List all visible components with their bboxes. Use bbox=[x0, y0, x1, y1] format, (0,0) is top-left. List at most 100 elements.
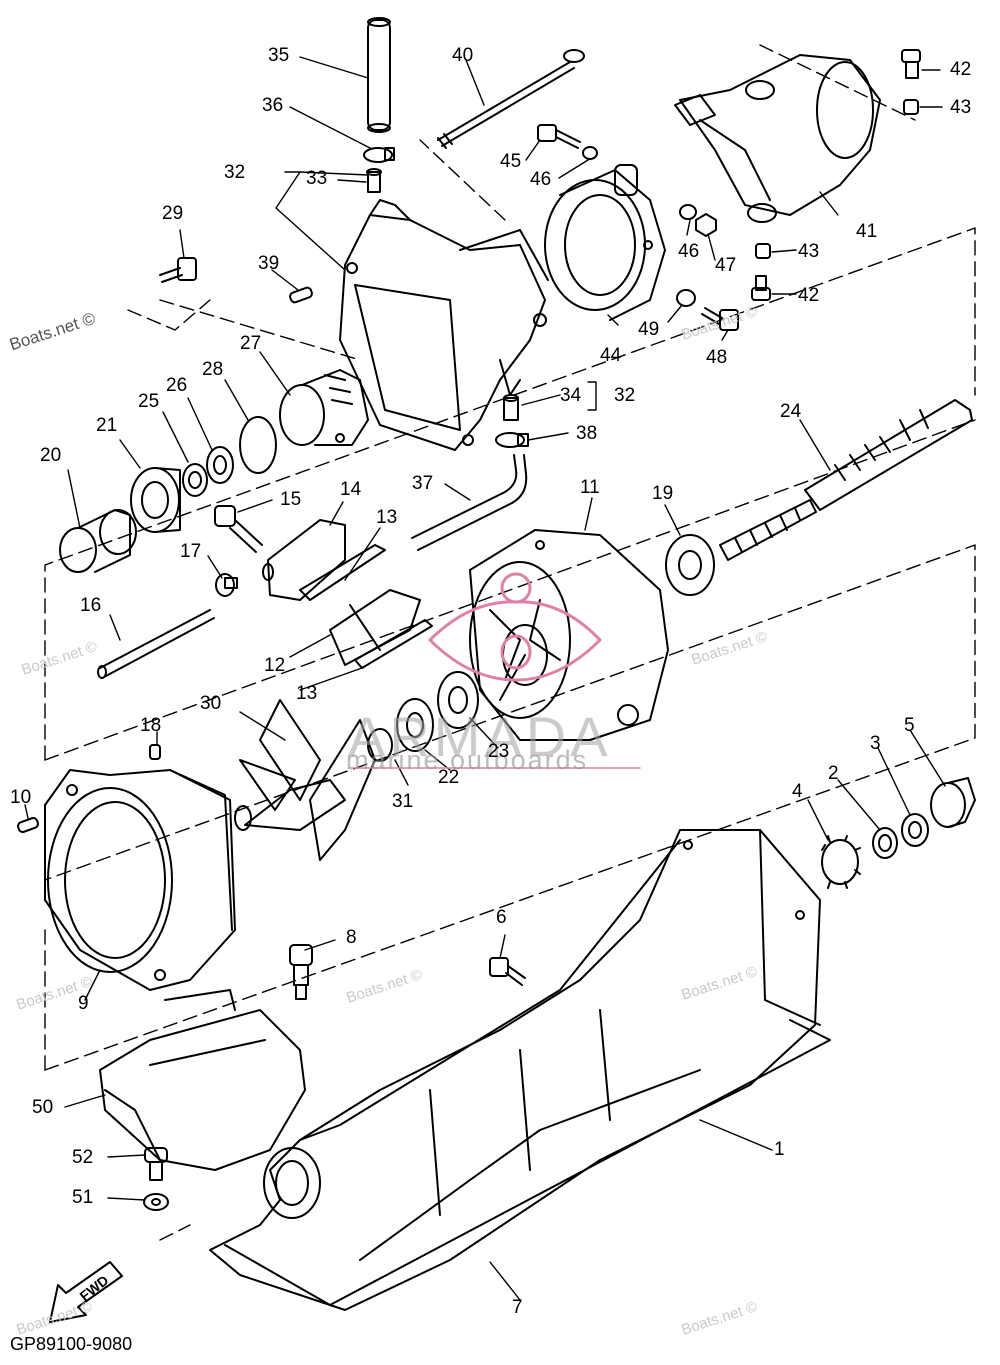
part-35-tube bbox=[367, 17, 391, 133]
part-8-drain-plug bbox=[289, 944, 313, 1000]
part-51-washer bbox=[143, 1193, 169, 1211]
part-12-plate bbox=[329, 589, 421, 666]
part-6-bolt bbox=[489, 957, 526, 986]
part-label-8: 8 bbox=[346, 927, 357, 948]
brand-name: ARMADA bbox=[348, 705, 612, 768]
part-22-seal bbox=[396, 698, 434, 752]
part-label-32: 32 bbox=[224, 162, 246, 183]
part-label-42: 42 bbox=[798, 285, 820, 306]
part-label-20: 20 bbox=[40, 445, 62, 466]
part-label-18: 18 bbox=[140, 715, 162, 736]
part-43-bushing-b bbox=[755, 243, 771, 259]
part-21-bearing bbox=[130, 467, 181, 533]
part-41-steering-nozzle bbox=[674, 54, 881, 223]
part-label-6: 6 bbox=[496, 907, 507, 928]
part-19-bearing bbox=[665, 534, 715, 596]
part-46-washer-b bbox=[679, 204, 697, 220]
part-13-gasket-b bbox=[354, 619, 433, 669]
part-label-50: 50 bbox=[32, 1097, 54, 1118]
part-45-bolt bbox=[537, 124, 581, 149]
part-label-35: 35 bbox=[268, 45, 290, 66]
part-label-9: 9 bbox=[78, 993, 89, 1014]
part-label-2: 2 bbox=[828, 763, 839, 784]
part-label-31: 31 bbox=[392, 791, 414, 812]
part-46-washer-a bbox=[582, 146, 598, 160]
part-9-intake-housing bbox=[44, 769, 236, 991]
part-label-43: 43 bbox=[950, 97, 972, 118]
part-50-cover bbox=[99, 989, 306, 1171]
part-label-42: 42 bbox=[950, 59, 972, 80]
part-label-48: 48 bbox=[706, 347, 728, 368]
part-label-4: 4 bbox=[792, 781, 803, 802]
part-14-block bbox=[262, 519, 346, 601]
part-label-37: 37 bbox=[412, 473, 434, 494]
part-39-pin bbox=[289, 286, 313, 304]
part-label-44: 44 bbox=[600, 345, 622, 366]
part-17-clip bbox=[215, 573, 238, 597]
part-47-nut bbox=[695, 213, 717, 237]
part-23-bearing bbox=[437, 671, 479, 729]
part-4-spline-gear bbox=[821, 835, 861, 889]
part-label-25: 25 bbox=[138, 391, 160, 412]
part-label-34: 34 bbox=[560, 385, 582, 406]
fwd-arrow bbox=[49, 1261, 123, 1323]
part-44-nozzle-ring bbox=[544, 164, 666, 321]
part-36-clamp bbox=[363, 147, 395, 163]
part-label-51: 51 bbox=[72, 1187, 94, 1208]
part-37-hose bbox=[411, 454, 528, 551]
part-label-16: 16 bbox=[80, 595, 102, 616]
part-13-gasket-a bbox=[299, 544, 386, 601]
part-10-pin bbox=[17, 817, 39, 833]
part-label-7: 7 bbox=[512, 1297, 523, 1318]
part-label-21: 21 bbox=[96, 415, 118, 436]
part-29-bolt bbox=[159, 257, 197, 283]
part-label-43: 43 bbox=[798, 241, 820, 262]
part-label-38: 38 bbox=[576, 423, 598, 444]
part-label-24: 24 bbox=[780, 401, 802, 422]
part-38-clamp bbox=[495, 432, 529, 448]
part-2-ring bbox=[872, 827, 898, 859]
part-20-sleeve bbox=[59, 509, 137, 573]
part-18-pin bbox=[149, 744, 161, 760]
part-5-cap bbox=[930, 777, 976, 828]
part-label-12: 12 bbox=[264, 655, 286, 676]
part-label-40: 40 bbox=[452, 45, 474, 66]
part-40-bolt bbox=[437, 49, 585, 149]
part-label-14: 14 bbox=[340, 479, 362, 500]
part-33-fitting bbox=[366, 168, 382, 193]
part-label-26: 26 bbox=[166, 375, 188, 396]
part-label-29: 29 bbox=[162, 203, 184, 224]
part-label-11: 11 bbox=[580, 477, 600, 498]
part-label-22: 22 bbox=[438, 767, 460, 788]
part-label-32: 32 bbox=[614, 385, 636, 406]
part-label-10: 10 bbox=[10, 787, 32, 808]
brand-logo-mark bbox=[349, 572, 641, 769]
part-30-impeller bbox=[234, 699, 376, 861]
brand-tagline: marine outboards bbox=[346, 745, 589, 775]
part-label-28: 28 bbox=[202, 359, 224, 380]
part-label-15: 15 bbox=[280, 489, 302, 510]
part-label-5: 5 bbox=[904, 715, 915, 736]
part-24-drive-shaft bbox=[719, 399, 973, 561]
part-label-23: 23 bbox=[488, 741, 510, 762]
part-49-collar bbox=[676, 289, 696, 307]
part-label-36: 36 bbox=[262, 95, 284, 116]
part-label-17: 17 bbox=[180, 541, 202, 562]
part-label-39: 39 bbox=[258, 253, 280, 274]
part-label-49: 49 bbox=[638, 319, 660, 340]
diagram-reference-code: GP89100-9080 bbox=[10, 1334, 133, 1354]
part-3-collar bbox=[901, 813, 929, 847]
part-label-46: 46 bbox=[678, 241, 700, 262]
part-label-41: 41 bbox=[856, 221, 878, 242]
part-25-ring bbox=[182, 463, 208, 497]
part-27-housing bbox=[279, 369, 369, 446]
part-43-bushing-a bbox=[903, 99, 919, 115]
part-label-52: 52 bbox=[72, 1147, 94, 1168]
part-16-pin bbox=[97, 609, 215, 679]
part-label-45: 45 bbox=[500, 151, 522, 172]
part-label-3: 3 bbox=[870, 733, 881, 754]
part-label-30: 30 bbox=[200, 693, 222, 714]
part-34-fitting bbox=[503, 394, 519, 421]
